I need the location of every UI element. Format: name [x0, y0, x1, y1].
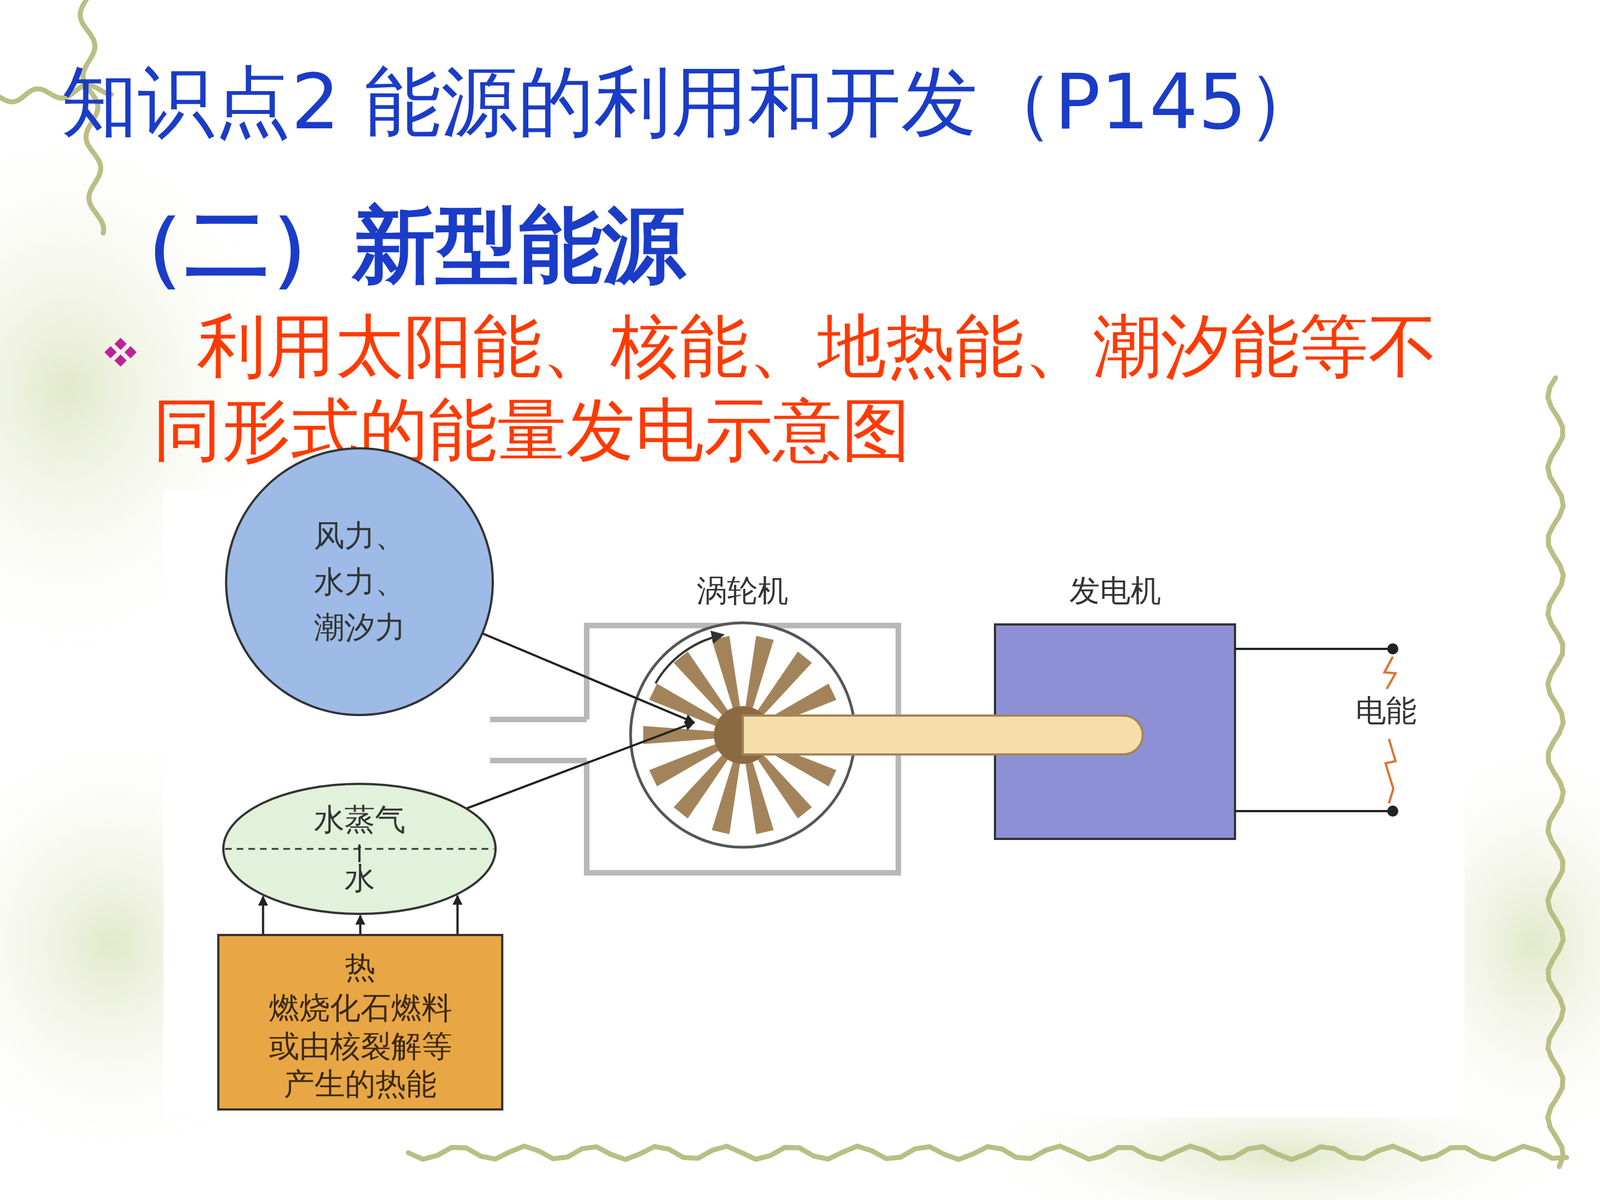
slide-title: 知识点2 能源的利用和开发（P145）: [61, 58, 1324, 147]
heat-box-text: 燃烧化石燃料 或由核裂解等 产生的热能: [263, 988, 457, 1104]
boiler-ellipse-text: 水: [221, 860, 498, 897]
source-circle: 风力、 水力、 潮汐力: [224, 446, 495, 717]
source-circle-text: 风力、 水力、 潮汐力: [307, 512, 412, 651]
generator-node-text: 发电机: [995, 572, 1235, 609]
vine-decoration: [1547, 377, 1564, 1167]
connector-line: [359, 915, 362, 934]
spark-symbol: [1384, 656, 1396, 804]
diagram-panel: [163, 490, 1465, 1118]
inlet-pipe: [490, 757, 587, 764]
turbine-blade: [745, 761, 774, 835]
inlet-pipe: [490, 716, 587, 723]
turbine-blade: [649, 743, 720, 787]
turbine-blade: [711, 636, 740, 710]
heat-box: 热燃烧化石燃料 或由核裂解等 产生的热能: [217, 933, 504, 1111]
heat-box-text: 热: [263, 948, 457, 987]
turbine-node: 涡轮机: [490, 572, 899, 873]
bullet-symbol: [104, 337, 137, 367]
output-wires: [1235, 648, 1393, 812]
bullet-text: 利用太阳能、核能、地热能、潮汐能等不同形式的能量发电示意图: [152, 304, 1487, 473]
vine-decoration: [408, 1146, 1567, 1160]
terminal: [1387, 805, 1399, 817]
generator-node: 发电机: [995, 572, 1235, 839]
shaft: [742, 715, 1143, 755]
section-heading: （二）新型能源: [102, 197, 686, 294]
boiler-ellipse: 水蒸气水: [221, 782, 498, 916]
evaporation-arrow: [358, 844, 361, 863]
connector-line: [456, 895, 459, 934]
boiler-ellipse-text: 水蒸气: [221, 801, 498, 838]
shape-outline: [226, 448, 493, 715]
output-label: 电能: [1353, 692, 1419, 729]
rotation-arrow: [655, 635, 723, 684]
terminal: [1387, 643, 1399, 655]
connector-line: [262, 896, 265, 934]
turbine-node-text: 涡轮机: [586, 572, 899, 609]
